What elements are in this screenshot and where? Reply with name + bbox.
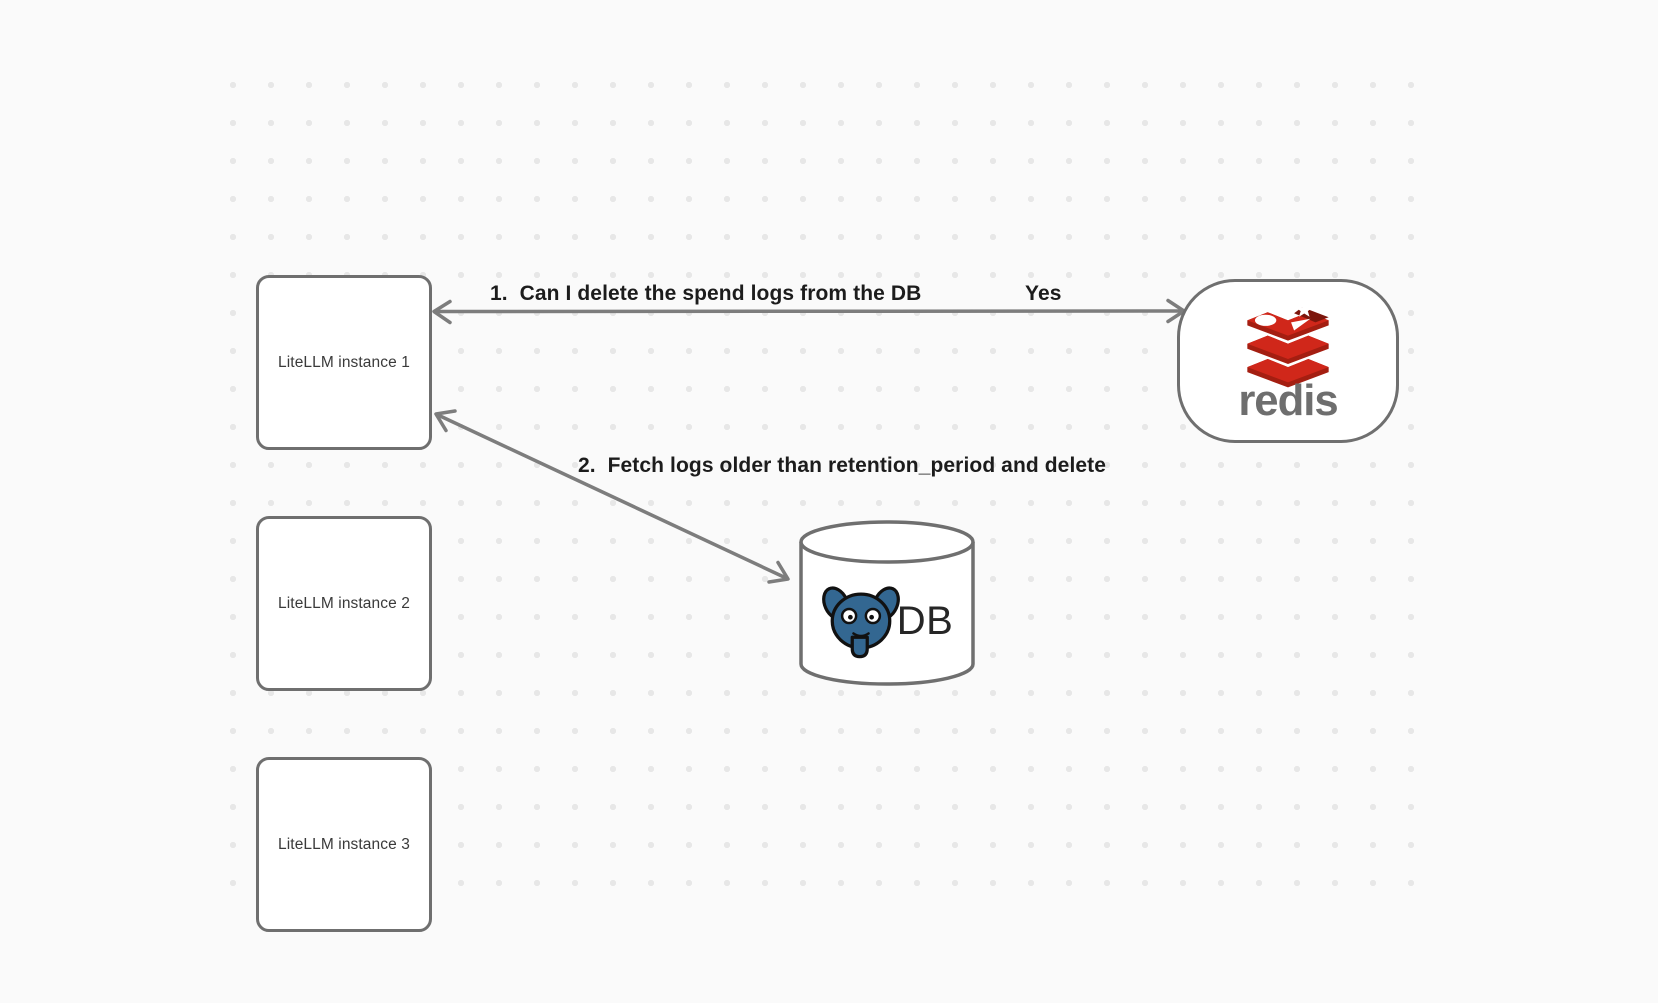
redis-logo-icon: redis: [1238, 302, 1339, 424]
redis-wordmark: redis: [1238, 376, 1337, 424]
node-litellm-instance-1[interactable]: LiteLLM instance 1: [256, 275, 432, 450]
node-label: LiteLLM instance 1: [278, 353, 410, 371]
edge1-label[interactable]: 1. Can I delete the spend logs from the …: [490, 282, 922, 305]
node-redis[interactable]: redis: [1177, 279, 1399, 443]
db-label: DB: [896, 598, 954, 643]
node-litellm-instance-2[interactable]: LiteLLM instance 2: [256, 516, 432, 691]
edge2-label[interactable]: 2. Fetch logs older than retention_perio…: [578, 454, 1107, 477]
postgresql-elephant-icon: [821, 586, 900, 659]
edge1-response-label[interactable]: Yes: [1025, 282, 1062, 305]
node-litellm-instance-3[interactable]: LiteLLM instance 3: [256, 757, 432, 932]
node-label: LiteLLM instance 2: [278, 594, 410, 612]
node-label: LiteLLM instance 3: [278, 835, 410, 853]
db-node-content: DB: [798, 576, 976, 666]
